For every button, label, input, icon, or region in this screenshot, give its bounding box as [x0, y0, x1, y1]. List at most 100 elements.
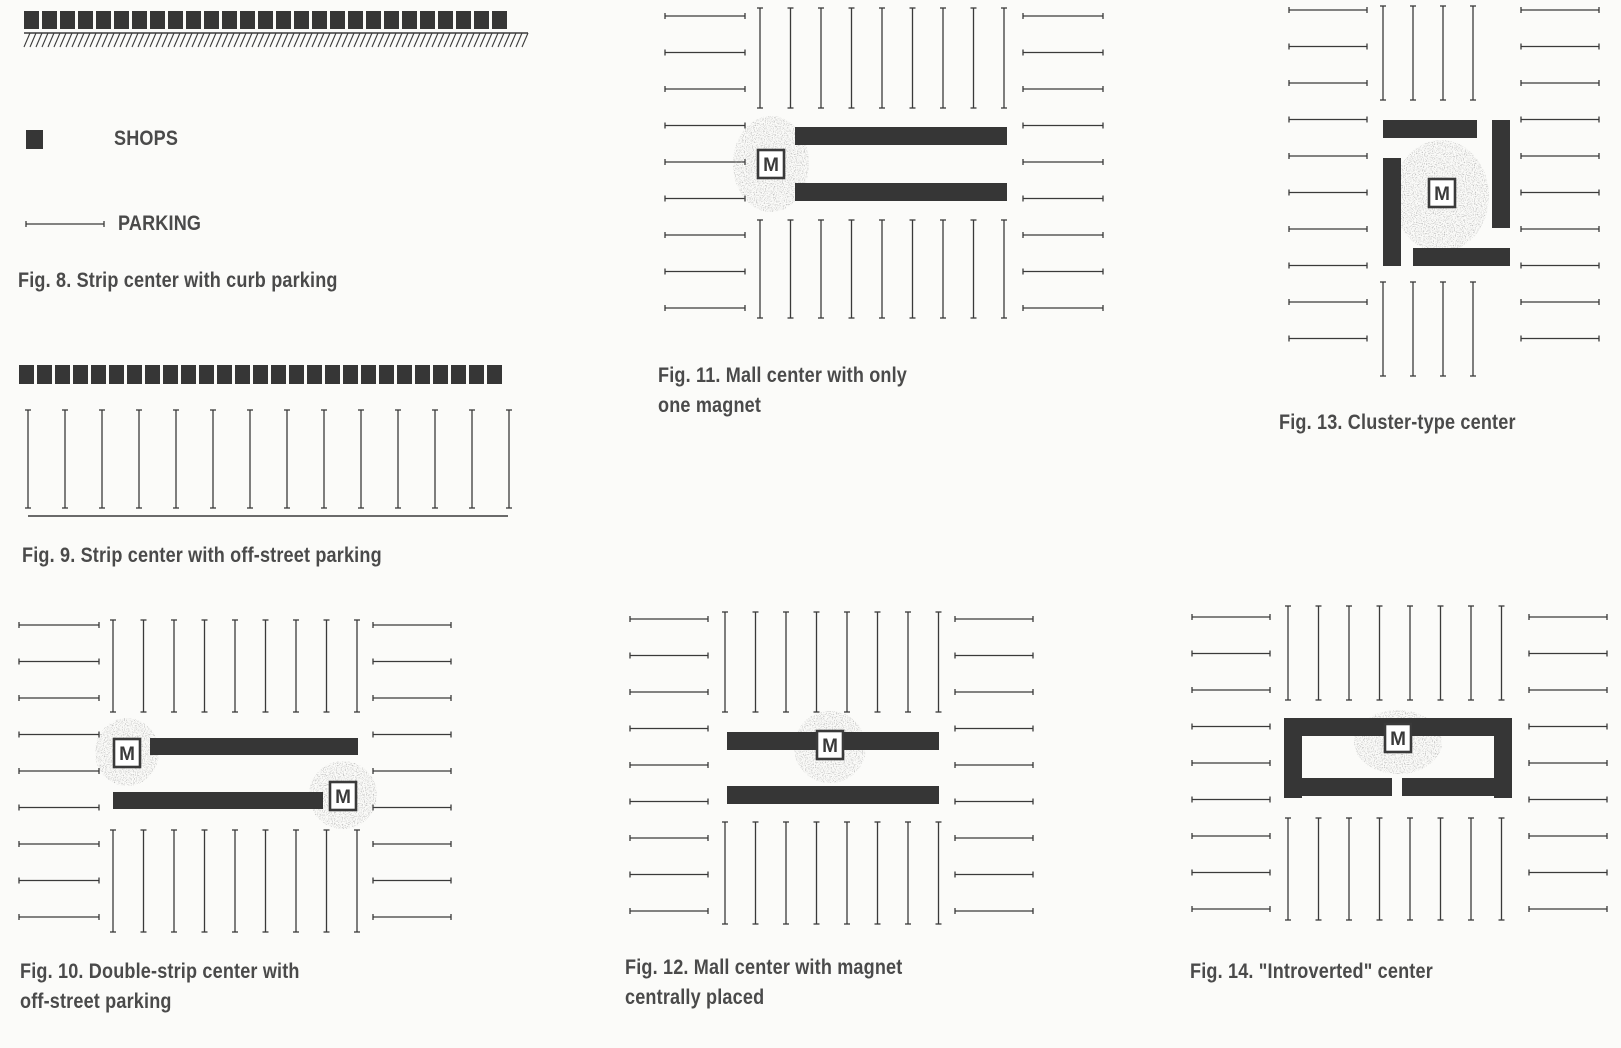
parking-line: [431, 32, 439, 48]
parking-line: [101, 32, 109, 48]
fig8-caption: Fig. 8. Strip center with curb parking: [18, 269, 338, 292]
parking-line: [371, 32, 379, 48]
shop-block: [1413, 248, 1510, 266]
fig12-caption-line1: Fig. 12. Mall center with magnet: [625, 956, 903, 979]
shop-block: [469, 365, 484, 384]
parking-line: [323, 32, 331, 48]
shop-block: [492, 11, 507, 29]
parking-line: [107, 32, 115, 48]
parking-line: [29, 32, 37, 48]
parking-line: [95, 32, 103, 48]
parking-line: [299, 32, 307, 48]
shop-block: [26, 130, 43, 149]
parking-line: [383, 32, 391, 48]
parking-line: [449, 32, 457, 48]
parking-line: [23, 32, 31, 48]
parking-line: [479, 32, 487, 48]
fig12-diagram: M: [629, 611, 1034, 925]
shop-block: [181, 365, 196, 384]
parking-line: [125, 32, 133, 48]
parking-line: [359, 32, 367, 48]
shop-block: [1402, 778, 1494, 796]
parking-line: [461, 32, 469, 48]
parking-line: [53, 32, 61, 48]
shop-block: [235, 365, 250, 384]
parking-line: [143, 32, 151, 48]
parking-line: [35, 32, 43, 48]
parking-line: [491, 32, 499, 48]
shop-block: [150, 738, 358, 755]
parking-line: [341, 32, 349, 48]
parking-line: [503, 32, 511, 48]
parking-line: [473, 32, 481, 48]
parking-line: [167, 32, 175, 48]
parking-line: [59, 32, 67, 48]
parking-line: [353, 32, 361, 48]
shop-block: [73, 365, 88, 384]
parking-line: [149, 32, 157, 48]
parking-line: [179, 32, 187, 48]
shop-block: [19, 365, 34, 384]
magnet-box: [112, 737, 142, 769]
magnet-box: [815, 729, 845, 761]
fig8-diagram: [23, 11, 529, 48]
shop-block: [113, 792, 323, 809]
parking-line: [71, 32, 79, 48]
parking-line: [485, 32, 493, 48]
parking-line: [239, 32, 247, 48]
fig11-caption-line2: one magnet: [658, 394, 762, 417]
magnet-label: M: [822, 736, 838, 757]
parking-line: [161, 32, 169, 48]
shop-block: [114, 11, 129, 29]
shop-block: [78, 11, 93, 29]
parking-line: [413, 32, 421, 48]
parking-line: [329, 32, 337, 48]
shop-block: [289, 365, 304, 384]
parking-line: [311, 32, 319, 48]
shop-block: [217, 365, 232, 384]
parking-line: [401, 32, 409, 48]
parking-line: [155, 32, 163, 48]
shop-block: [199, 365, 214, 384]
shop-block: [222, 11, 237, 29]
parking-line: [317, 32, 325, 48]
shop-block: [312, 11, 327, 29]
parking-line: [347, 32, 355, 48]
parking-line: [77, 32, 85, 48]
shop-block: [168, 11, 183, 29]
fig10-caption-line1: Fig. 10. Double-strip center with: [20, 960, 300, 983]
parking-line: [275, 32, 283, 48]
shop-block: [55, 365, 70, 384]
shop-block: [186, 11, 201, 29]
parking-line: [293, 32, 301, 48]
fig11-caption-line1: Fig. 11. Mall center with only: [658, 364, 908, 387]
parking-line: [509, 32, 517, 48]
fig12-caption-line2: centrally placed: [625, 986, 765, 1009]
fig14-diagram: M: [1191, 605, 1608, 921]
shop-block: [253, 365, 268, 384]
shop-block: [361, 365, 376, 384]
parking-line: [281, 32, 289, 48]
shop-block: [379, 365, 394, 384]
magnet-label: M: [119, 744, 135, 765]
parking-line: [221, 32, 229, 48]
parking-line: [83, 32, 91, 48]
shop-block: [91, 365, 106, 384]
fig11-caption: Fig. 11. Mall center with only one magne…: [658, 361, 907, 421]
shop-block: [487, 365, 502, 384]
parking-line: [515, 32, 523, 48]
parking-line: [263, 32, 271, 48]
parking-line: [389, 32, 397, 48]
parking-line: [233, 32, 241, 48]
shop-block: [276, 11, 291, 29]
parking-line: [227, 32, 235, 48]
parking-line: [65, 32, 73, 48]
legend: [25, 130, 105, 227]
magnet-box: [756, 148, 786, 180]
parking-line: [335, 32, 343, 48]
shop-block: [415, 365, 430, 384]
shop-block: [384, 11, 399, 29]
parking-line: [455, 32, 463, 48]
shop-block: [1383, 120, 1477, 138]
shop-block: [456, 11, 471, 29]
